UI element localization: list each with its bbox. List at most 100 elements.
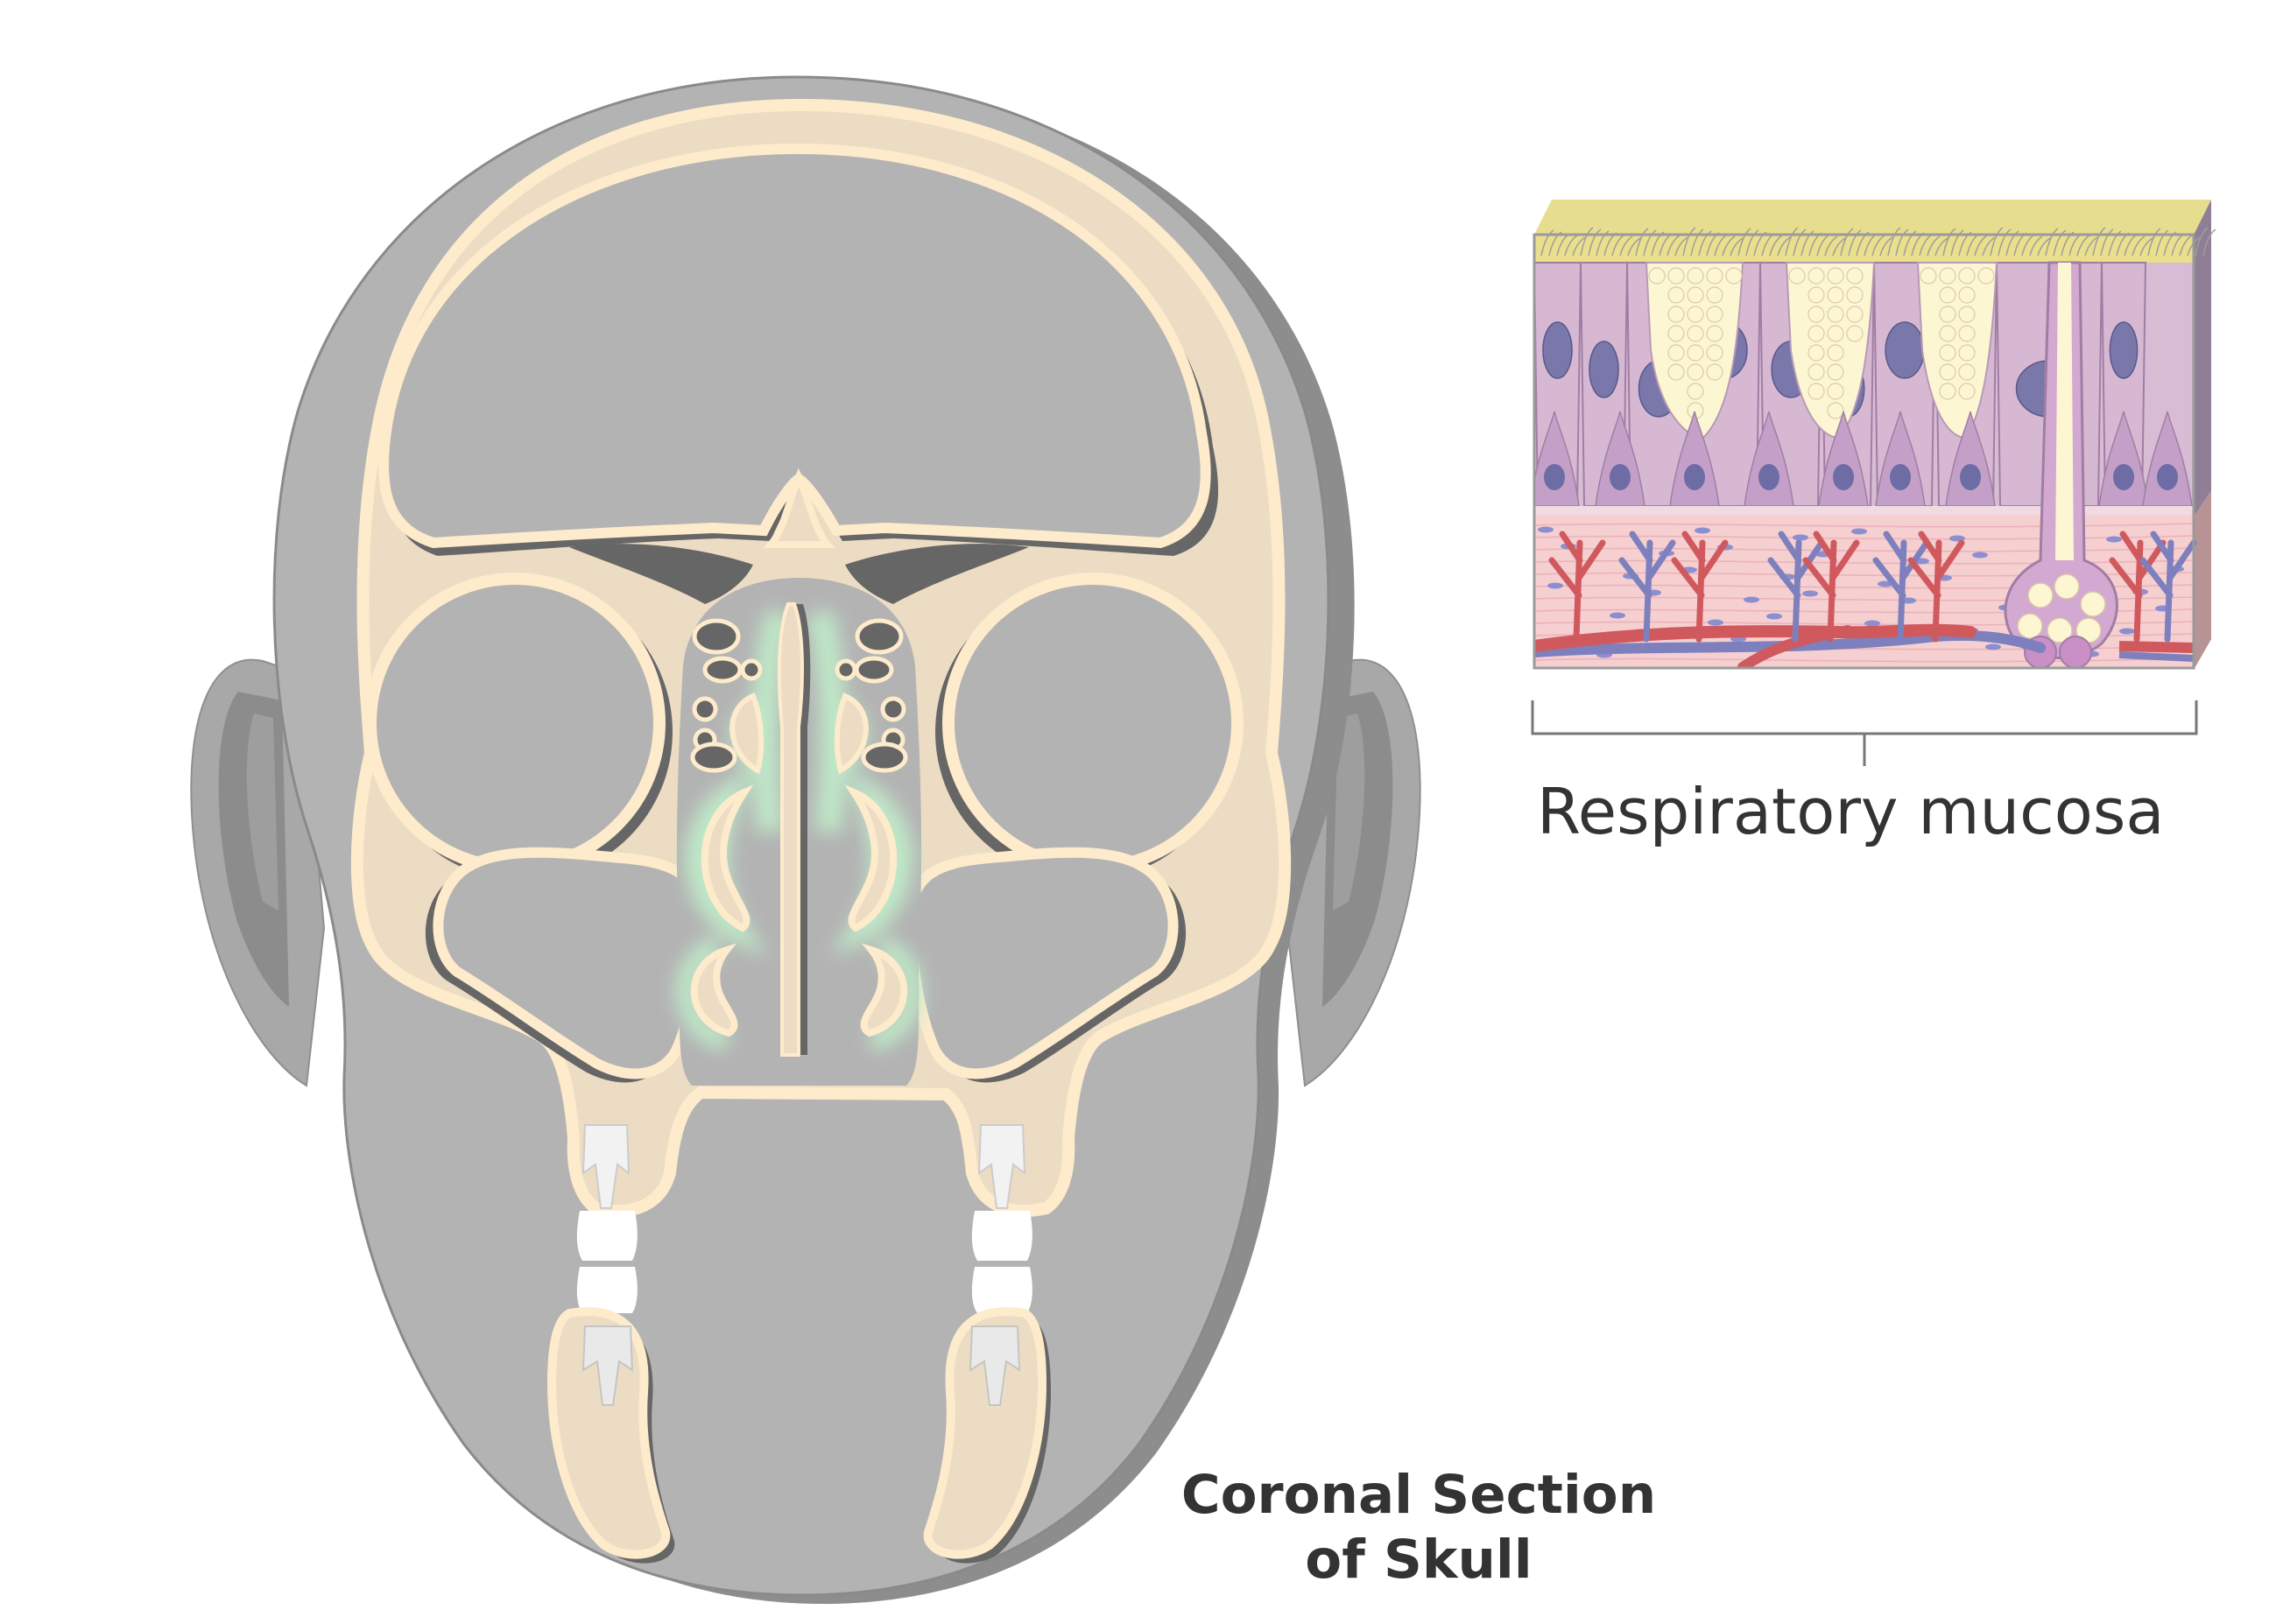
cilium	[2005, 230, 2019, 257]
mucus-granule	[1667, 306, 1685, 323]
goblet-cells	[1645, 262, 1998, 439]
artery	[1534, 623, 1977, 652]
venule	[1618, 531, 1676, 643]
cilium	[1800, 230, 1814, 257]
mucus-granule	[1687, 363, 1704, 381]
mucus-granule	[1706, 286, 1723, 304]
cilium	[1950, 229, 1964, 257]
cilium	[1682, 227, 1696, 257]
arteriole	[1548, 531, 1606, 643]
cilium	[1753, 231, 1767, 257]
mucus-granule	[1807, 286, 1825, 304]
mucus-granule	[1939, 383, 1956, 400]
cilium	[2076, 235, 2090, 257]
mucus-granule	[1846, 267, 1864, 285]
mucus-granule	[1827, 286, 1844, 304]
cilium	[1667, 235, 1681, 257]
left-crown-upper	[576, 1211, 638, 1261]
cilium	[1824, 236, 1838, 257]
fibroblast-nucleus	[1695, 527, 1710, 534]
cilium	[1548, 231, 1562, 257]
cilium	[1942, 228, 1956, 257]
mucus-granule	[1667, 325, 1685, 342]
basal-cell	[1595, 411, 1645, 507]
mucus-granule	[1648, 267, 1666, 285]
fibroblast-nucleus	[1864, 620, 1880, 627]
respiratory-mucosa-label: Respiratory mucosa	[1537, 775, 2165, 848]
cilium	[2139, 237, 2153, 257]
acinus-cell	[2080, 591, 2106, 617]
cilium	[2163, 231, 2177, 257]
mucus-granule	[1958, 286, 1976, 304]
fibroblast-nucleus	[1793, 534, 1808, 541]
cilium	[2061, 231, 2075, 257]
fibroblast-nucleus	[1610, 612, 1625, 619]
fibroblast-nucleus	[1708, 619, 1723, 626]
cilium	[1580, 227, 1594, 257]
fibroblast-nucleus	[1985, 643, 2001, 650]
basal-cell	[1875, 411, 1926, 507]
mucus-granule	[1846, 325, 1864, 342]
basal-nucleus	[1960, 464, 1981, 490]
mucus-granule	[1807, 363, 1825, 381]
mucus-granule	[1846, 286, 1864, 304]
middle-conchae	[701, 784, 898, 932]
mucus-granule	[1827, 344, 1844, 362]
fibroblast-nucleus	[1972, 552, 1988, 559]
mucus-granule	[1687, 383, 1704, 400]
cilium	[1990, 227, 2004, 257]
mucus-granule	[1687, 325, 1704, 342]
mucus-granule	[1827, 267, 1844, 285]
cilium	[2037, 237, 2051, 257]
mucus-granule	[1807, 267, 1825, 285]
mucus-granule	[1827, 363, 1844, 381]
left-crown-lower	[576, 1267, 638, 1313]
fibroblast-nucleus	[1766, 613, 1782, 620]
arteriole	[2109, 531, 2167, 643]
basal-nucleus	[2113, 464, 2134, 490]
cell-nucleus	[1542, 321, 1573, 379]
cilium	[1785, 227, 1799, 257]
mucus-granule	[1827, 383, 1844, 400]
cilium	[1856, 231, 1870, 257]
right-maxillary-sinus	[905, 847, 1187, 1083]
mucus-granule	[1958, 306, 1976, 323]
caption-line-1: Coronal Section	[1180, 1464, 1657, 1526]
cilium	[1887, 227, 1901, 257]
cilium	[2045, 228, 2059, 257]
cilium	[1619, 236, 1633, 257]
cilium	[1722, 236, 1736, 257]
arteriole	[1671, 531, 1729, 643]
venule	[1872, 531, 1930, 643]
basal-cell	[2098, 411, 2149, 507]
basal-cells	[1534, 411, 2193, 507]
cilium	[2100, 228, 2114, 257]
cilium	[1730, 237, 1744, 257]
teeth	[576, 1124, 1032, 1313]
basal-nucleus	[1610, 464, 1631, 490]
basal-cell	[1744, 411, 1794, 507]
cilium	[1895, 228, 1909, 257]
cilium	[1871, 235, 1885, 257]
cilium	[2202, 228, 2216, 257]
right-orbit	[935, 573, 1244, 881]
cilium	[1643, 229, 1657, 257]
acinus-cell	[2054, 573, 2080, 600]
cilium	[1635, 228, 1649, 257]
basal-nucleus	[1684, 464, 1705, 490]
right-crown-upper	[971, 1211, 1032, 1261]
cilium	[1698, 230, 1712, 257]
mucus-granule	[1807, 383, 1825, 400]
basal-nucleus	[2157, 464, 2178, 490]
cilium	[1572, 236, 1586, 257]
mandible	[546, 1307, 1051, 1564]
mucus-granule	[1920, 267, 1937, 285]
mucus-granule	[1827, 325, 1844, 342]
cilium	[2084, 236, 2098, 257]
cilium	[1588, 228, 1602, 257]
fibroblast-nucleus	[2119, 628, 2135, 635]
mucus-granule	[1687, 267, 1704, 285]
mucus-granule	[1958, 363, 1976, 381]
acinus-cell	[2059, 636, 2092, 667]
